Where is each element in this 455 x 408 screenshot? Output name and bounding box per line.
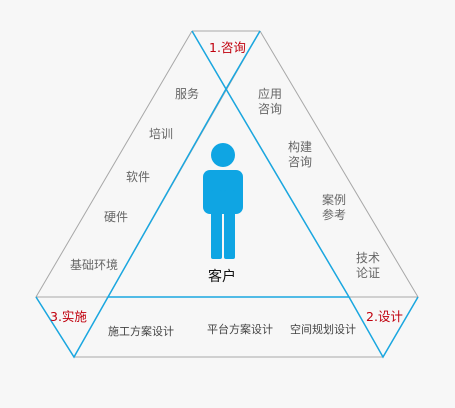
left-item-hardware: 硬件 [104,210,129,224]
customer-label: 客户 [208,269,236,285]
bottom-item-space-plan: 空间规划设计 [290,323,356,336]
customer-triangle [106,87,351,298]
implement-corner-accent [35,296,109,359]
bottom-item-platform-plan: 平台方案设计 [207,323,273,336]
left-item-training: 培训 [149,127,174,141]
left-item-software: 软件 [126,170,151,184]
consult-corner-accent [191,30,261,91]
implement-corner-label: 3.实施 [50,309,87,324]
design-corner-label: 2.设计 [366,309,403,324]
left-item-infrastructure: 基础环境 [70,258,119,272]
person-icon [203,143,243,259]
bottom-item-construction-plan: 施工方案设计 [108,325,174,338]
left-item-service: 服务 [175,87,200,101]
right-item-build-consulting: 构建咨询 [288,140,313,169]
design-corner-accent [348,296,419,359]
right-item-case-reference: 案例参考 [322,193,347,222]
consult-corner-label: 1.咨询 [209,40,246,55]
right-item-application-consulting: 应用咨询 [258,87,283,116]
right-item-technical-argument: 技术论证 [356,251,381,280]
